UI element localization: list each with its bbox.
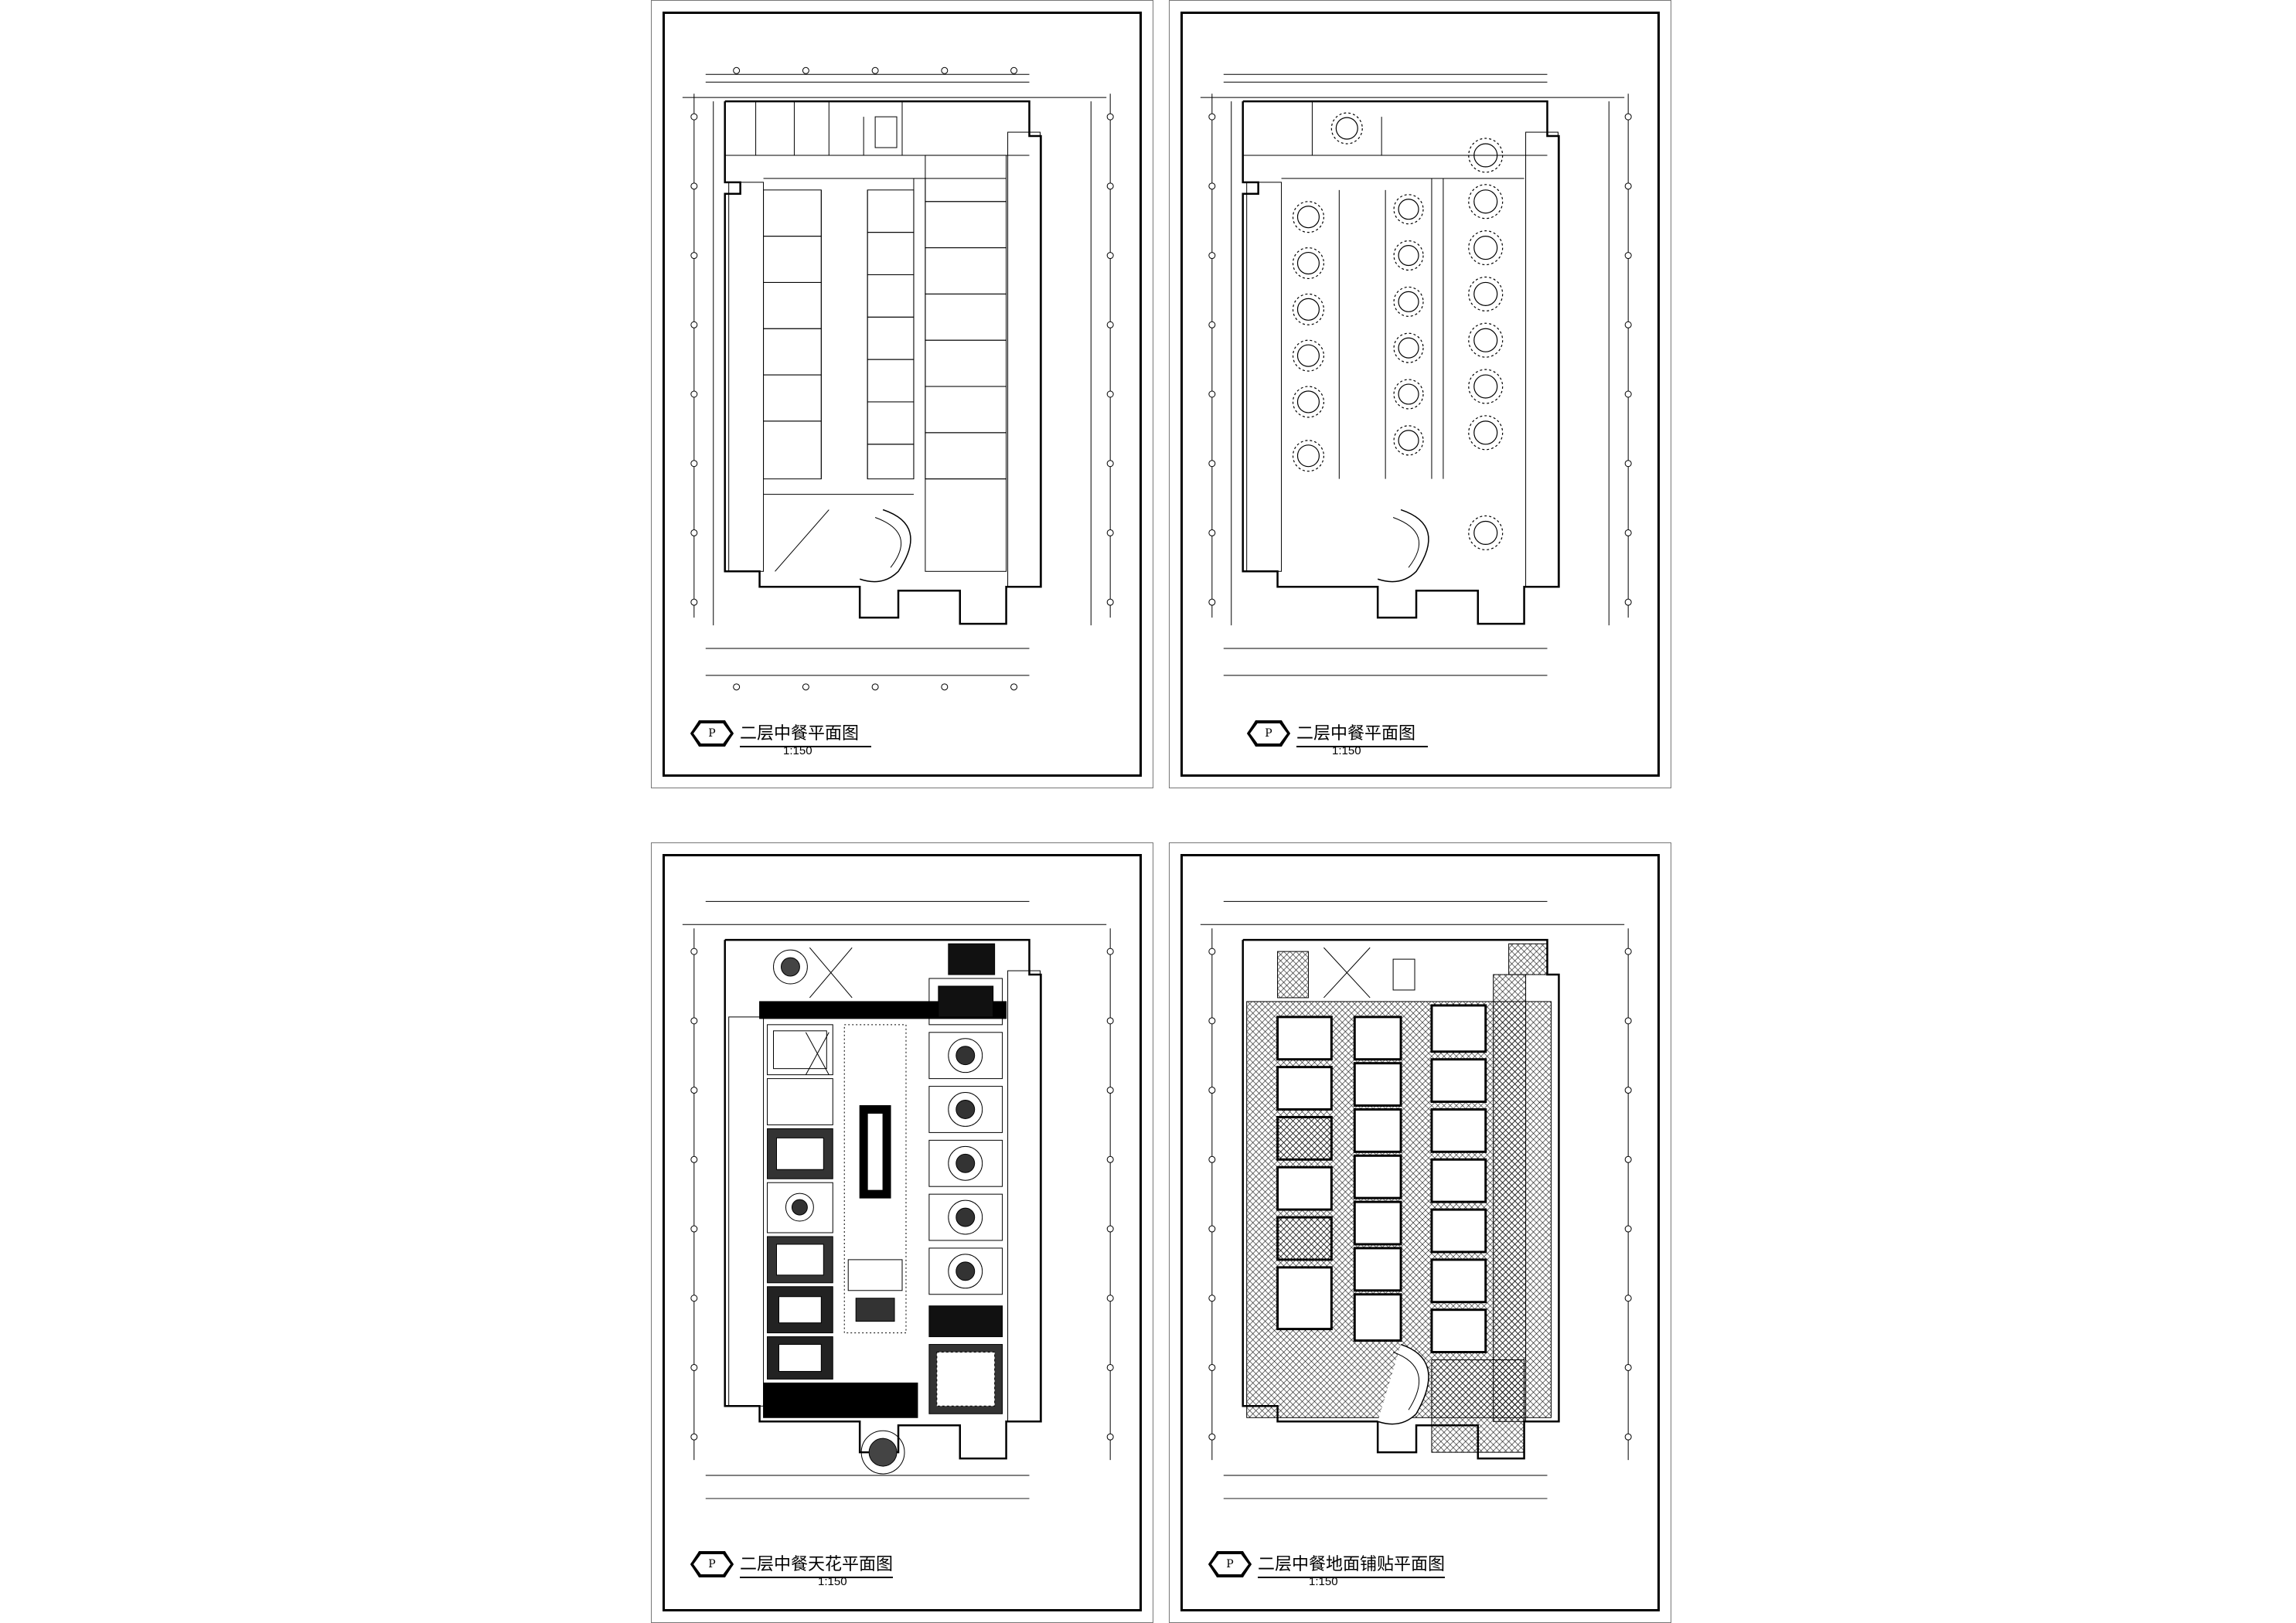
sheet-furniture-plan: P 二层中餐平面图 1:150: [1169, 0, 1671, 788]
drawing-symbol: P: [690, 1551, 734, 1577]
drawing-title: 二层中餐平面图: [740, 720, 871, 747]
title-block: P 二层中餐平面图: [690, 720, 871, 747]
floor-plan-drawing: [1200, 73, 1632, 676]
drawing-title: 二层中餐天花平面图: [740, 1550, 894, 1578]
drawing-scale: 1:150: [818, 1575, 847, 1588]
floor-finish-drawing: [1200, 900, 1632, 1499]
drawing-title: 二层中餐地面铺贴平面图: [1258, 1550, 1446, 1578]
sheet-frame: [1180, 854, 1660, 1611]
title-block: P 二层中餐平面图: [1247, 720, 1428, 747]
title-block: P 二层中餐天花平面图: [690, 1550, 894, 1578]
drawing-title: 二层中餐平面图: [1296, 720, 1428, 747]
drawing-scale: 1:150: [1309, 1575, 1338, 1588]
sheet-frame: [663, 12, 1142, 777]
title-block: P 二层中餐地面铺贴平面图: [1208, 1550, 1446, 1578]
sheet-frame: [1180, 12, 1660, 777]
drawing-scale: 1:150: [783, 744, 812, 757]
sheet-floor-finish-plan: P 二层中餐地面铺贴平面图 1:150: [1169, 842, 1671, 1623]
ceiling-plan-drawing: [682, 900, 1114, 1499]
sheet-frame: [663, 854, 1142, 1611]
sheet-ceiling-plan: P 二层中餐天花平面图 1:150: [651, 842, 1153, 1623]
floor-plan-drawing: [682, 66, 1114, 691]
drawing-scale: 1:150: [1332, 744, 1361, 757]
drawing-symbol: P: [1208, 1551, 1252, 1577]
drawing-symbol: P: [1247, 720, 1290, 747]
drawing-symbol: P: [690, 720, 734, 747]
sheet-partition-plan: P 二层中餐平面图 1:150: [651, 0, 1153, 788]
